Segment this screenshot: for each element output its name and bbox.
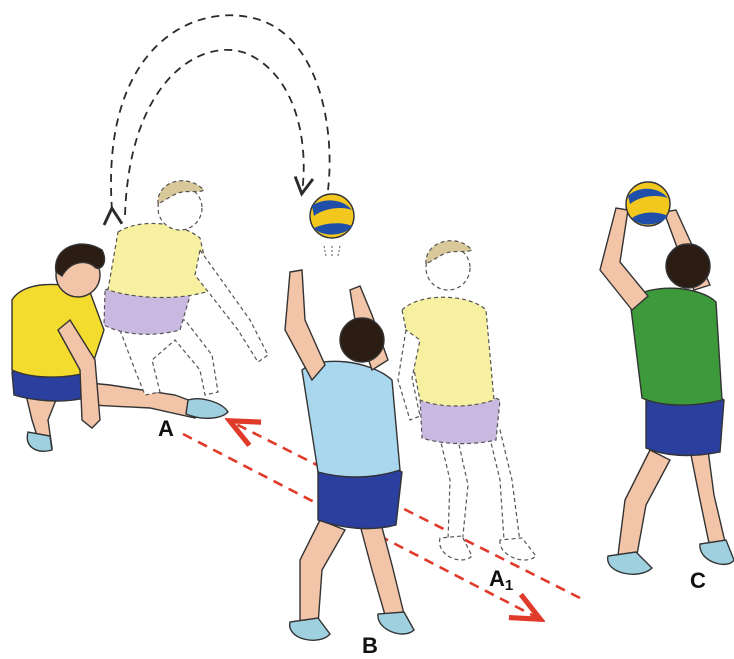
ball-trajectory bbox=[111, 15, 330, 215]
ghost-a-arms bbox=[195, 250, 268, 362]
player-c-head bbox=[666, 244, 710, 288]
player-c-shoe-left bbox=[608, 552, 652, 574]
player-a1-ghost bbox=[398, 241, 536, 560]
ghost-a1-legs bbox=[438, 430, 520, 545]
trajectory-arc-inner bbox=[125, 50, 304, 215]
label-a1-letter: A bbox=[489, 566, 505, 591]
player-b-shoe-right bbox=[378, 612, 414, 634]
label-b: B bbox=[362, 633, 378, 659]
player-c bbox=[600, 208, 734, 574]
player-b-shirt bbox=[302, 361, 400, 477]
trajectory-arc-outer bbox=[111, 15, 330, 210]
ghost-a1-shoes bbox=[440, 536, 536, 560]
player-b-legs-right bbox=[360, 520, 405, 618]
player-b-arm-left bbox=[285, 270, 325, 380]
player-a-ghost bbox=[104, 181, 268, 395]
player-c-legs-left bbox=[618, 450, 670, 560]
ghost-a-shirt bbox=[108, 223, 212, 297]
player-b-shoe-left bbox=[290, 618, 330, 640]
player-c-legs-right bbox=[690, 450, 726, 548]
arrow-return-to-a bbox=[232, 422, 580, 598]
player-c-shirt bbox=[630, 288, 722, 405]
label-a1: A1 bbox=[489, 566, 513, 594]
volleyball-held-icon bbox=[626, 182, 670, 226]
label-a1-subscript: 1 bbox=[505, 577, 513, 594]
player-b-head bbox=[340, 318, 384, 362]
player-b bbox=[285, 270, 414, 640]
volleyball-icon bbox=[310, 194, 354, 258]
player-c-shoe-right bbox=[700, 540, 734, 564]
label-c: C bbox=[690, 568, 706, 594]
label-a: A bbox=[158, 416, 174, 442]
player-b-legs-left bbox=[300, 520, 345, 625]
player-a-shoe-right bbox=[186, 399, 228, 419]
